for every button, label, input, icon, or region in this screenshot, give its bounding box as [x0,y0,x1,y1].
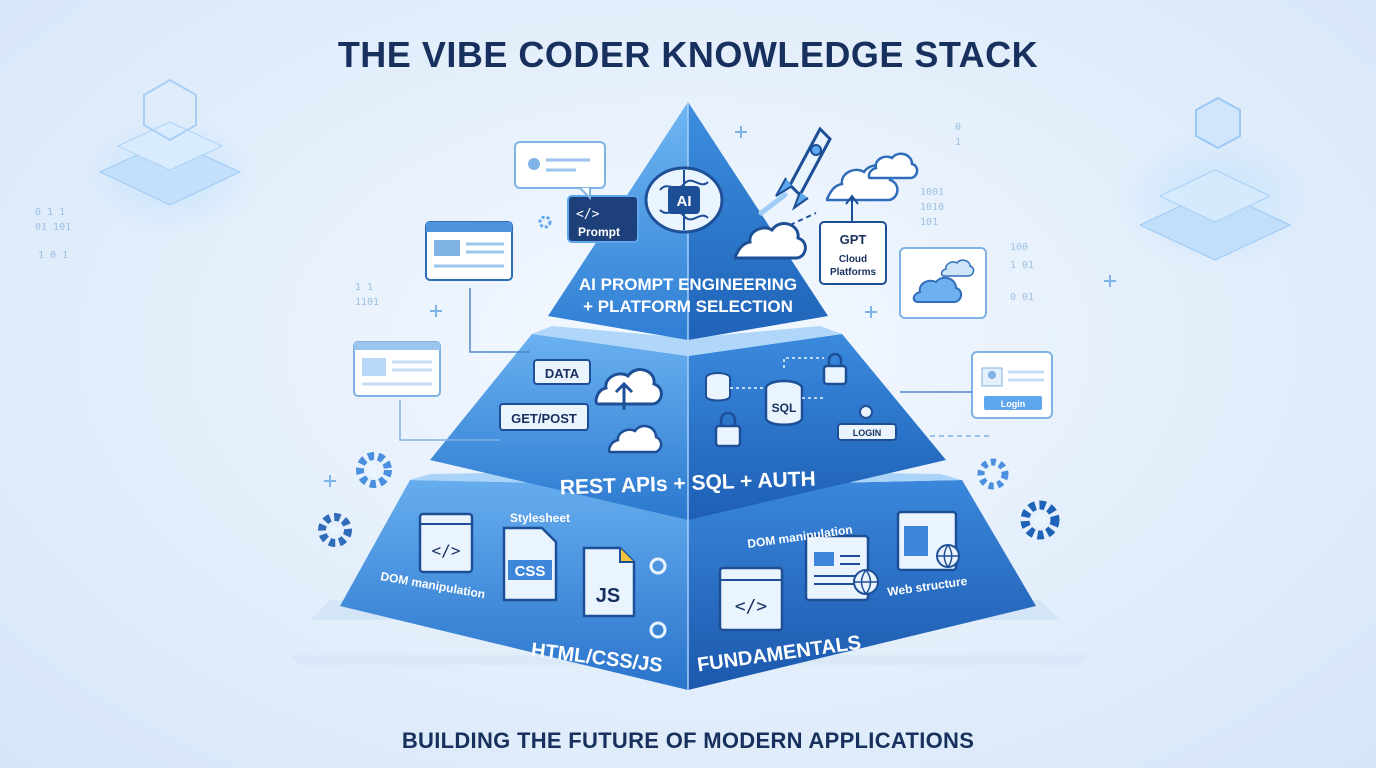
data-tag: DATA [533,359,591,385]
rocket-icon [758,126,832,216]
prompt-code-label: </> [576,207,600,222]
globe-icon [936,544,960,568]
login-card: Login [971,351,1053,419]
gear-icon [649,557,667,639]
getpost-tag: GET/POST [499,403,589,431]
svg-text:100: 100 [1010,242,1028,253]
svg-text:1001: 1001 [920,187,944,198]
sql-database-icon: SQL [764,379,804,426]
svg-text:0 01: 0 01 [1010,292,1034,303]
prompt-label: Prompt [578,225,620,239]
data-tag-label: DATA [545,366,580,381]
gear-icon [538,215,552,229]
svg-text:1010: 1010 [920,202,944,213]
login-button-label: Login [1001,399,1026,409]
lock-icon [822,352,848,386]
top-tier-label-line2: + PLATFORM SELECTION [583,297,793,316]
chat-bubble-card [514,141,606,201]
plus-sparkles-decoration [324,126,1116,487]
gpt-cloud-platforms-card: GPT Cloud Platforms [819,221,887,285]
cloud-upload-icon [594,368,663,410]
svg-text:1: 1 [955,137,961,148]
cloud-sync-card [899,247,987,319]
code-icon-right-label: </> [735,596,768,617]
cloud-icon [824,152,919,202]
gear-icon [318,513,352,547]
svg-text:1 1: 1 1 [355,282,373,293]
svg-text:0 1 1: 0 1 1 [35,207,65,218]
css-file-icon: CSS [502,526,558,602]
getpost-tag-label: GET/POST [511,411,577,426]
cloud-platforms-line1: Cloud [839,254,867,265]
cloud-icon [732,222,807,260]
top-tier-label-line1: AI PROMPT ENGINEERING [579,275,797,294]
login-tag: LOGIN [837,405,897,441]
css-file-label: CSS [515,563,546,580]
globe-icon [853,569,879,595]
sql-label: SQL [772,401,797,415]
brain-icon: AI [644,166,724,234]
right-glow-cube-decoration [1115,96,1315,270]
browser-window-icon [425,221,513,281]
svg-text:0: 0 [955,122,961,133]
page-title: THE VIBE CODER KNOWLEDGE STACK [337,34,1039,75]
browser-window-icon [353,341,441,397]
svg-text:1 0 1: 1 0 1 [38,250,68,261]
svg-text:1 01: 1 01 [1010,260,1034,271]
gpt-label: GPT [840,232,867,247]
svg-text:1101: 1101 [355,297,379,308]
ai-badge-label: AI [677,193,692,210]
browser-window-icon [804,534,870,602]
prompt-box: </> Prompt [567,195,639,243]
gear-icon [1020,500,1060,540]
js-file-label: JS [596,585,620,607]
svg-text:01 101: 01 101 [35,222,71,233]
database-icon [705,372,731,402]
cloud-platforms-line2: Platforms [830,267,877,278]
browser-window-icon: </> [418,512,474,574]
code-icon-label: </> [432,541,461,560]
login-tag-label: LOGIN [853,428,882,438]
lock-icon [714,411,742,448]
gear-icon [356,452,392,488]
cloud-icon [607,424,663,454]
browser-window-icon: </> [718,566,784,632]
stylesheet-label: Stylesheet [510,511,570,525]
left-glow-cube-decoration [80,78,260,235]
gear-icon [977,458,1009,490]
page-subtitle: BUILDING THE FUTURE OF MODERN APPLICATIO… [401,728,975,753]
svg-text:101: 101 [920,217,938,228]
login-button[interactable] [984,396,1042,410]
js-file-icon: JS [582,546,636,618]
